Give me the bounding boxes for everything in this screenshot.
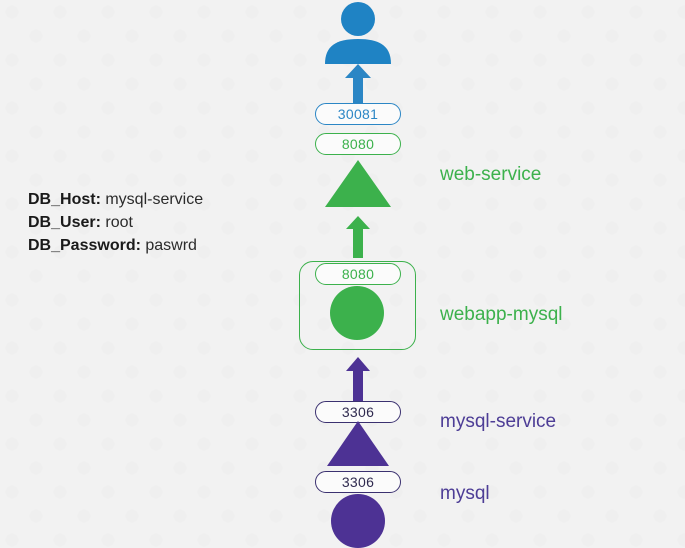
webapp-mysql-pod-box[interactable] — [299, 261, 416, 350]
env-key-db-user: DB_User: — [28, 214, 101, 232]
env-row-db-password: DB_Password: paswrd — [28, 234, 203, 257]
env-key-db-host: DB_Host: — [28, 191, 101, 208]
port-label: 8080 — [341, 266, 375, 282]
env-key-db-password: DB_Password: — [28, 237, 141, 255]
env-value-db-host: mysql-service — [105, 191, 204, 208]
arrow-mysql-service-to-webapp — [341, 357, 375, 406]
env-value-db-password: paswrd — [145, 237, 197, 255]
port-box-30081[interactable]: 30081 — [315, 103, 401, 125]
port-box-3306-pod[interactable]: 3306 — [315, 471, 401, 493]
mysql-service-triangle[interactable] — [327, 421, 389, 466]
arrow-user-to-web-service — [340, 64, 376, 111]
env-row-db-user: DB_User: root — [28, 211, 203, 234]
arrow-webapp-to-web-service — [341, 216, 375, 263]
mysql-circle[interactable] — [331, 494, 385, 548]
port-box-8080-service[interactable]: 8080 — [315, 133, 401, 155]
env-value-db-user: root — [105, 214, 133, 232]
node-label-web-service: web-service — [440, 164, 542, 185]
env-row-db-host: DB_Host: mysql-service — [28, 188, 203, 211]
node-label-webapp-mysql: webapp-mysql — [440, 304, 563, 325]
port-box-8080-pod[interactable]: 8080 — [315, 263, 401, 285]
web-service-triangle[interactable] — [325, 160, 391, 207]
node-label-mysql-service: mysql-service — [440, 411, 557, 432]
webapp-mysql-circle[interactable] — [330, 286, 384, 340]
port-label: 30081 — [337, 106, 379, 122]
node-label-mysql: mysql — [440, 483, 490, 504]
port-box-3306-service[interactable]: 3306 — [315, 401, 401, 423]
port-label: 3306 — [341, 404, 375, 420]
env-variables-block: DB_Host: mysql-service DB_User: root DB_… — [28, 188, 203, 258]
user-icon — [320, 2, 396, 69]
port-label: 8080 — [341, 136, 375, 152]
port-label: 3306 — [341, 474, 375, 490]
